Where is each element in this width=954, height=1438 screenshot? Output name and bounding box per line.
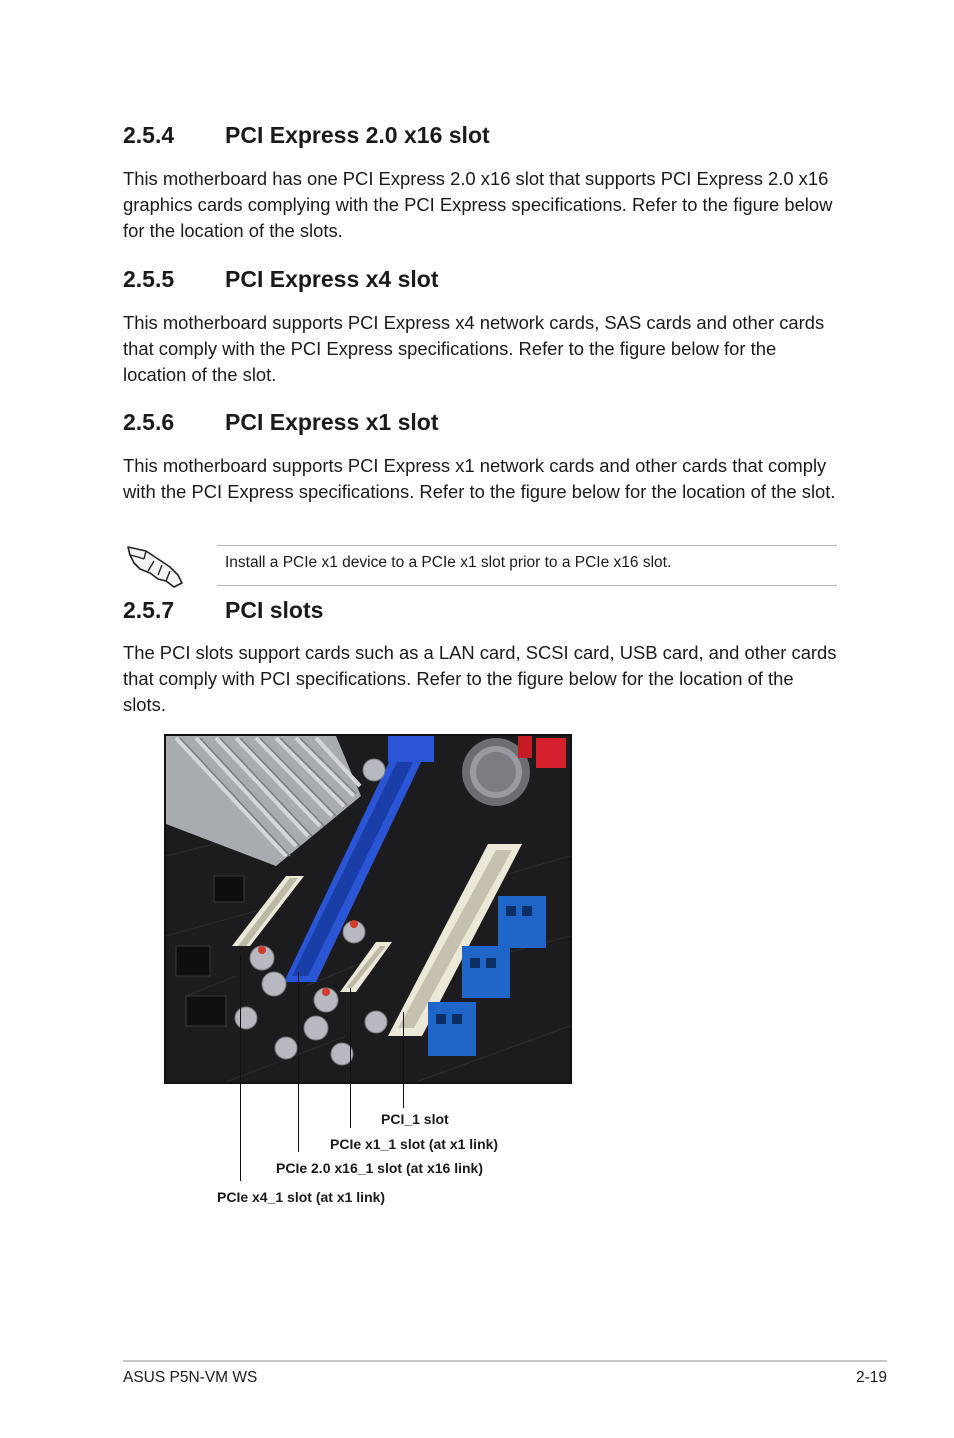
pci-slot <box>388 844 522 1036</box>
section-title: PCI Express x4 slot <box>225 266 439 292</box>
section-number: 2.5.5 <box>123 266 175 292</box>
callout-pcie-x16-slot: PCIe 2.0 x16_1 slot (at x16 link) <box>276 1160 483 1176</box>
section-heading-2-5-7: 2.5.7 PCI slots <box>123 596 323 624</box>
motherboard-illustration <box>166 736 570 1082</box>
callout-pci1-slot: PCI_1 slot <box>381 1111 449 1127</box>
section-title: PCI Express x1 slot <box>225 409 439 435</box>
section-number: 2.5.7 <box>123 597 175 623</box>
leader-line-pcie-x1 <box>350 988 351 1128</box>
section-heading-2-5-6: 2.5.6 PCI Express x1 slot <box>123 408 439 436</box>
footer-rule <box>123 1360 887 1362</box>
usb-headers <box>428 896 546 1056</box>
heatsink <box>166 736 362 866</box>
section-heading-2-5-5: 2.5.5 PCI Express x4 slot <box>123 265 439 293</box>
section-body-2-5-5: This motherboard supports PCI Express x4… <box>123 312 825 385</box>
leader-line-pcie-x16 <box>298 972 299 1152</box>
note-top-rule <box>217 545 837 546</box>
section-number: 2.5.4 <box>123 122 175 148</box>
leader-line-pci <box>403 1012 404 1108</box>
pcie-x16-slot <box>284 736 434 982</box>
pcie-x4-slot <box>232 876 304 946</box>
section-body-2-5-4: This motherboard has one PCI Express 2.0… <box>123 168 833 241</box>
pointing-hand-icon <box>127 546 183 588</box>
note-bottom-rule <box>217 585 837 586</box>
section-body-2-5-7: The PCI slots support cards such as a LA… <box>123 642 837 715</box>
note-text: Install a PCIe x1 device to a PCIe x1 sl… <box>225 554 672 571</box>
pcie-x1-slot <box>340 942 392 992</box>
section-body-2-5-6: This motherboard supports PCI Express x1… <box>123 455 836 502</box>
callout-pcie-x4-slot: PCIe x4_1 slot (at x1 link) <box>217 1189 386 1205</box>
section-title: PCI slots <box>225 597 324 623</box>
footer-product-name: ASUS P5N-VM WS <box>123 1369 258 1386</box>
leader-line-pcie-x4 <box>240 955 241 1181</box>
page-number: 2-19 <box>855 1369 887 1386</box>
callout-pcie-x1-slot: PCIe x1_1 slot (at x1 link) <box>330 1136 499 1152</box>
section-number: 2.5.6 <box>123 409 175 435</box>
motherboard-slots-photo <box>164 734 572 1084</box>
section-title: PCI Express 2.0 x16 slot <box>225 122 490 148</box>
section-heading-2-5-4: 2.5.4 PCI Express 2.0 x16 slot <box>123 121 490 149</box>
